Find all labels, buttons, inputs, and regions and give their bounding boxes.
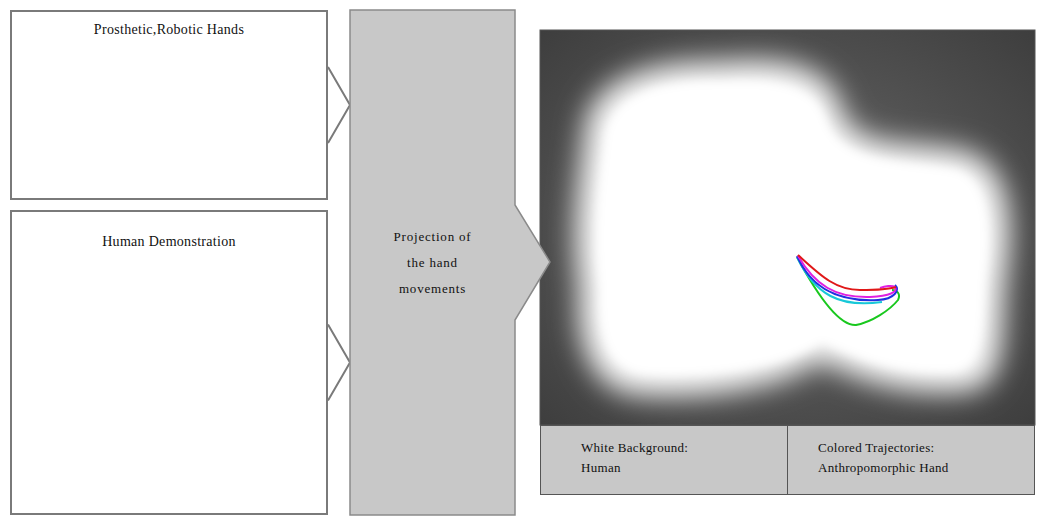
projection-image-part: [576, 60, 1010, 396]
text-holder: Human Demonstration: [12, 232, 326, 251]
text-holder: White Background: Human: [541, 438, 787, 478]
flow-chevron: [328, 325, 350, 401]
projection-image-part-part: [797, 256, 897, 300]
node-label: Human Demonstration: [59, 232, 279, 251]
text-holder: Prosthetic,Robotic Hands: [12, 20, 326, 39]
node-label: White Background: Human: [581, 438, 716, 478]
node-label: Colored Trajectories: Anthropomorphic Ha…: [818, 438, 1018, 478]
projection-image-part: [540, 30, 1035, 425]
node-label: Projection of the hand movements: [392, 224, 474, 302]
projection-image-part-part: [597, 81, 989, 375]
text-holder: Projection of the hand movements: [350, 224, 515, 302]
process-arrow-box: Projection of the hand movements: [350, 10, 515, 515]
flow-chevron: [328, 67, 350, 143]
projection-image: [540, 30, 1035, 425]
projection-image-part-part: [798, 256, 896, 297]
legend-cell: White Background: Human: [540, 425, 788, 495]
arrow-box-shape: [350, 10, 550, 515]
legend-cell: Colored Trajectories: Anthropomorphic Ha…: [787, 425, 1035, 495]
input-box: Human Demonstration: [10, 210, 328, 515]
input-box: Prosthetic,Robotic Hands: [10, 10, 328, 200]
projection-image-part-part: [576, 60, 1010, 396]
projection-image-part-part: [798, 255, 896, 290]
text-holder: Colored Trajectories: Anthropomorphic Ha…: [788, 438, 1034, 478]
node-label: Prosthetic,Robotic Hands: [74, 20, 264, 39]
